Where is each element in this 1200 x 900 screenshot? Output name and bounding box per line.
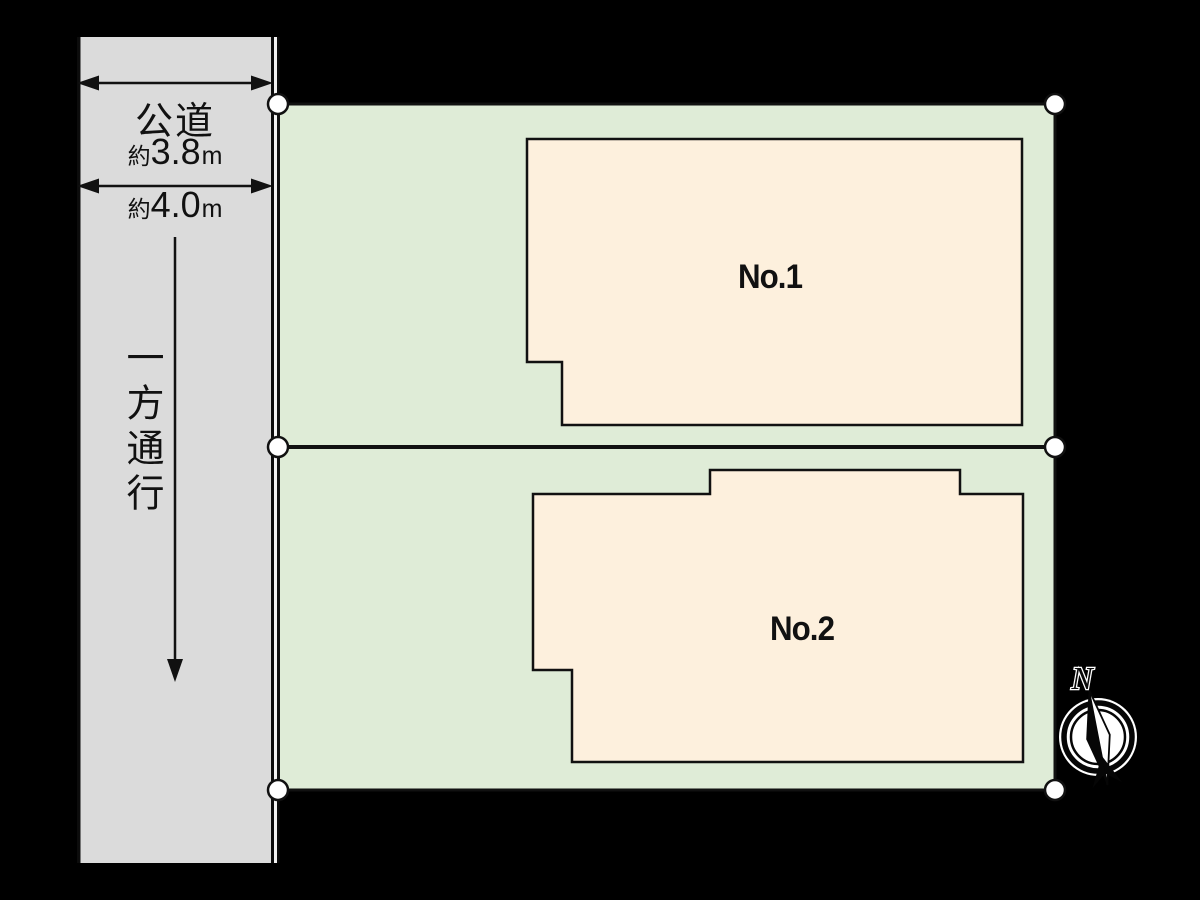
compass-north-label: N — [1070, 660, 1094, 696]
building-label-no1: No.1 — [737, 258, 803, 296]
approx-prefix: 約 — [127, 196, 151, 222]
road-width-arrow-top — [77, 75, 273, 91]
boundary-marker — [1043, 778, 1067, 802]
building-label-no2: No.2 — [769, 610, 835, 648]
width-value: 4.0 — [150, 184, 201, 225]
width-unit: m — [201, 142, 223, 170]
boundary-marker — [266, 778, 290, 802]
compass-needle — [1086, 688, 1123, 788]
building-footprint-no2 — [531, 468, 1025, 764]
road-width-arrow-bottom — [77, 178, 273, 194]
approx-prefix: 約 — [127, 143, 151, 169]
boundary-marker — [1043, 92, 1067, 116]
width-value: 3.8 — [150, 131, 201, 172]
compass-rose: N — [1059, 659, 1137, 788]
width-unit: m — [201, 195, 223, 223]
boundary-marker — [266, 435, 290, 459]
boundary-marker — [266, 92, 290, 116]
road-left-border — [77, 37, 81, 863]
road-name-label: 公道 — [134, 101, 215, 143]
one-way-arrow — [167, 237, 183, 682]
boundary-markers — [266, 92, 1067, 802]
one-way-traffic-label: 一方通行 — [120, 338, 162, 518]
building-footprint-no1 — [525, 137, 1024, 427]
boundary-marker — [1043, 435, 1067, 459]
